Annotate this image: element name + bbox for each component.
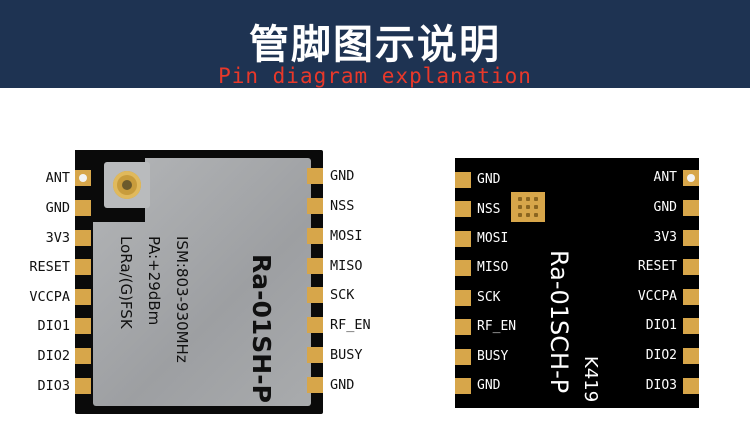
module-model: Ra-01SCH-P	[545, 250, 573, 394]
pin-label: DIO2	[37, 348, 70, 364]
pin-label: ANT	[653, 170, 677, 185]
pad	[75, 318, 91, 334]
pad	[683, 318, 699, 334]
pad	[307, 198, 323, 214]
pad	[683, 200, 699, 216]
pin-label: DIO3	[37, 378, 70, 394]
pad	[455, 260, 471, 276]
pad	[75, 378, 91, 394]
pin-label: RESET	[29, 259, 70, 275]
pad	[455, 231, 471, 247]
pin-label: 3V3	[653, 230, 677, 245]
pad	[307, 317, 323, 333]
pin-label: DIO1	[645, 318, 677, 333]
pad	[683, 230, 699, 246]
pin-label: GND	[45, 200, 70, 216]
pad	[307, 347, 323, 363]
pin-label: RF_EN	[477, 319, 517, 334]
pin-label: RESET	[637, 259, 677, 274]
pin-label: 3V3	[45, 230, 70, 246]
pin-label: GND	[653, 200, 677, 215]
pad	[455, 319, 471, 335]
pin-label: ANT	[45, 170, 70, 186]
module-ra01sh-p: Ra-01SH-P ISM:803-930MHz PA:+29dBm LoRa/…	[75, 150, 323, 414]
pin-label: MOSI	[330, 228, 363, 244]
pin-label: NSS	[330, 198, 355, 214]
module-modulation: LoRa/(G)FSK	[117, 236, 135, 329]
pin-label: BUSY	[477, 349, 509, 364]
pin-label: GND	[477, 378, 501, 393]
pad	[307, 377, 323, 393]
pad	[455, 378, 471, 394]
pin-label: RF_EN	[330, 317, 371, 333]
pad	[683, 378, 699, 394]
pad	[455, 172, 471, 188]
header-banner	[0, 0, 750, 88]
pin-label: DIO3	[645, 378, 677, 393]
pin-label: SCK	[477, 290, 501, 305]
module-band: ISM:803-930MHz	[173, 236, 191, 363]
pad	[307, 287, 323, 303]
pin-label: VCCPA	[637, 289, 677, 304]
pin-label: MOSI	[477, 231, 509, 246]
pad	[75, 230, 91, 246]
pad	[683, 259, 699, 275]
module-code: K419	[580, 356, 601, 403]
pin-label: GND	[330, 377, 355, 393]
page-title: 管脚图示说明	[249, 22, 501, 68]
ipex-connector-icon	[104, 162, 150, 208]
pin-label: DIO1	[37, 318, 70, 334]
pin-label: MISO	[330, 258, 363, 274]
pad	[683, 289, 699, 305]
pin-label: NSS	[477, 202, 501, 217]
module-model: Ra-01SH-P	[247, 254, 276, 403]
pad	[307, 258, 323, 274]
pad	[75, 200, 91, 216]
pin-label: VCCPA	[29, 289, 70, 305]
page-subtitle: Pin diagram explanation	[218, 64, 532, 88]
pin-label: GND	[477, 172, 501, 187]
pad	[455, 290, 471, 306]
pad	[307, 168, 323, 184]
module-ra01sch-p: GND NSS MOSI MISO SCK RF_EN BUSY GND ANT…	[455, 158, 699, 408]
pin-label: GND	[330, 168, 355, 184]
pin-label: DIO2	[645, 348, 677, 363]
pad	[75, 170, 91, 186]
pad	[683, 348, 699, 364]
pad	[75, 348, 91, 364]
pad	[307, 228, 323, 244]
pin-label: MISO	[477, 260, 509, 275]
pad	[455, 349, 471, 365]
pad	[75, 259, 91, 275]
pad	[455, 201, 471, 217]
pad	[683, 170, 699, 186]
pin-label: SCK	[330, 287, 355, 303]
pad	[75, 289, 91, 305]
crystal-chip-icon	[511, 192, 545, 222]
module-power: PA:+29dBm	[145, 236, 163, 326]
pin-label: BUSY	[330, 347, 363, 363]
